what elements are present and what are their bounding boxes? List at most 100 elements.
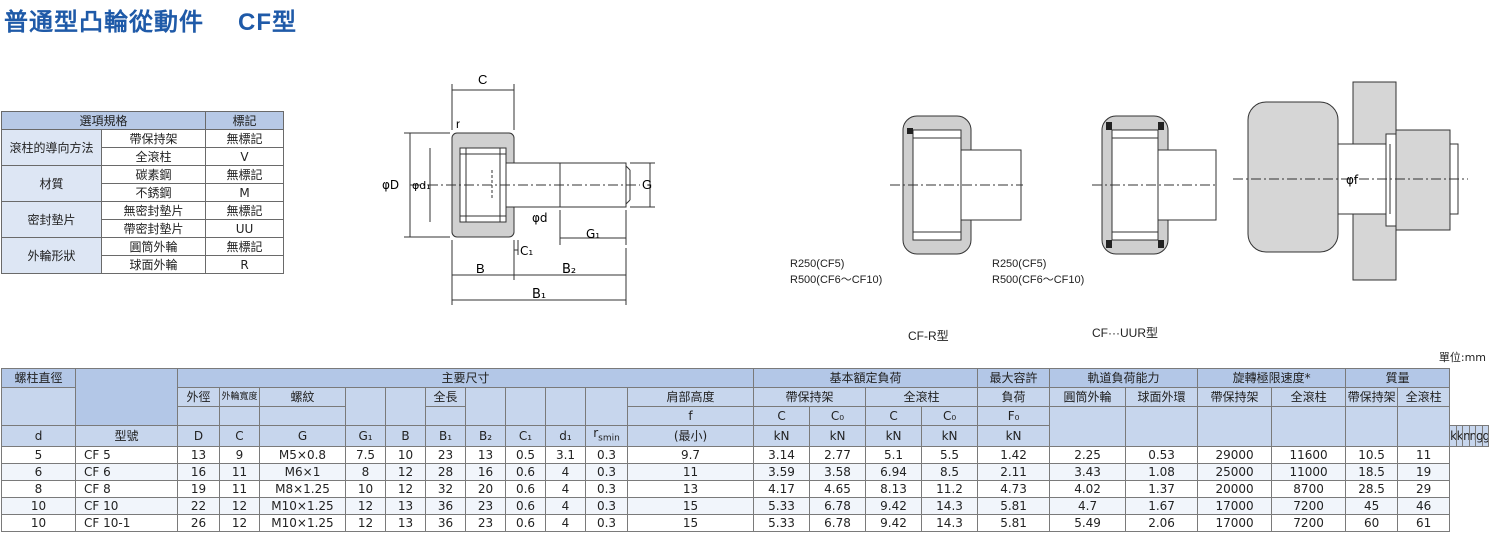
table-cell: 3.59 bbox=[753, 463, 811, 482]
th-sym-C0: C₀ bbox=[809, 406, 867, 426]
option-group-name: 材質 bbox=[1, 165, 102, 202]
th-empty bbox=[425, 406, 466, 426]
table-cell: 11 bbox=[219, 480, 260, 499]
label-phid1: φd₁ bbox=[412, 179, 431, 192]
table-cell: 2.25 bbox=[1049, 446, 1127, 465]
table-cell: 17000 bbox=[1197, 497, 1273, 516]
th-d1: d₁ bbox=[545, 424, 586, 448]
table-cell: 12 bbox=[345, 497, 386, 516]
th-unit: min bbox=[1462, 424, 1470, 448]
th-empty bbox=[1, 387, 76, 426]
table-cell: 5.81 bbox=[977, 497, 1051, 516]
table-cell: 13 bbox=[177, 446, 220, 465]
table-cell: 4.7 bbox=[1049, 497, 1127, 516]
table-cell: 0.3 bbox=[585, 480, 628, 499]
table-cell: 10 bbox=[1, 497, 76, 516]
seal-mark bbox=[907, 128, 913, 134]
table-cell: 20 bbox=[465, 480, 506, 499]
th-empty bbox=[219, 406, 260, 426]
th-sym-C0-b: C₀ bbox=[921, 406, 979, 426]
table-cell: 1.42 bbox=[977, 446, 1051, 465]
seal-mark bbox=[1158, 122, 1164, 130]
table-cell: 10.5 bbox=[1345, 446, 1399, 465]
th-outer-dia: 外徑 bbox=[177, 387, 220, 407]
th-unit: kN bbox=[1449, 424, 1457, 448]
th-G1: G₁ bbox=[345, 424, 386, 448]
table-cell: 12 bbox=[385, 480, 426, 499]
table-cell: 7.5 bbox=[345, 446, 386, 465]
table-cell: 9.42 bbox=[865, 497, 923, 516]
th-mass-cage: 帶保持架 bbox=[1345, 387, 1399, 407]
option-mark: 無標記 bbox=[205, 165, 284, 184]
table-cell: 9.7 bbox=[626, 446, 755, 465]
option-mark: UU bbox=[205, 219, 284, 238]
model-cell: CF 6 bbox=[75, 463, 178, 482]
option-mark: M bbox=[205, 183, 284, 202]
th-empty bbox=[1125, 405, 1199, 448]
th-sym-C: C bbox=[753, 406, 811, 426]
table-cell: 11 bbox=[219, 463, 260, 482]
table-cell: 14.3 bbox=[921, 514, 979, 533]
th-load-rating: 基本額定負荷 bbox=[753, 368, 979, 388]
th-C1: C₁ bbox=[505, 424, 546, 448]
table-cell: 16 bbox=[465, 463, 506, 482]
table-cell: 3.43 bbox=[1049, 463, 1127, 482]
table-cell: 1.67 bbox=[1125, 497, 1199, 516]
spec-table: 螺柱直徑 主要尺寸 基本額定負荷 最大容許 軌道負荷能力 旋轉極限速度* 質量 … bbox=[1, 368, 1490, 533]
th-G: G bbox=[259, 424, 346, 448]
th-empty bbox=[1271, 405, 1347, 448]
model-cell: CF 8 bbox=[75, 480, 178, 499]
table-cell: 61 bbox=[1397, 514, 1451, 533]
table-cell: 5.33 bbox=[753, 497, 811, 516]
table-cell: 6.78 bbox=[809, 497, 867, 516]
th-shoulder: 肩部高度 bbox=[626, 387, 755, 407]
cf-uur-note-2: R500(CF6～CF10) bbox=[992, 274, 1085, 286]
table-cell: 32 bbox=[425, 480, 466, 499]
table-cell: 19 bbox=[177, 480, 220, 499]
th-sym-C-b: C bbox=[865, 406, 923, 426]
th-B2: B₂ bbox=[465, 424, 506, 448]
label-C1: C₁ bbox=[520, 244, 533, 258]
table-cell: 12 bbox=[219, 514, 260, 533]
table-cell: 3.1 bbox=[545, 446, 586, 465]
table-cell: 9 bbox=[219, 446, 260, 465]
table-cell: 10 bbox=[1, 514, 76, 533]
model-cell: CF 10 bbox=[75, 497, 178, 516]
option-spec: 不銹鋼 bbox=[101, 183, 206, 202]
th-B1: B₁ bbox=[425, 424, 466, 448]
label-phiD: φD bbox=[382, 178, 399, 192]
th-unit: kN bbox=[865, 424, 923, 448]
table-cell: 11.2 bbox=[921, 480, 979, 499]
label-G: G bbox=[642, 177, 652, 192]
table-cell: 0.3 bbox=[585, 446, 628, 465]
table-cell: 2.11 bbox=[977, 463, 1051, 482]
cf-uur-note-1: R250(CF5) bbox=[992, 258, 1047, 270]
label-phif: φf bbox=[1346, 173, 1359, 187]
table-cell: 36 bbox=[425, 514, 466, 533]
table-cell: 4 bbox=[545, 463, 586, 482]
option-spec: 無密封墊片 bbox=[101, 201, 206, 220]
table-cell: 10 bbox=[345, 480, 386, 499]
th-empty bbox=[345, 387, 386, 426]
th-unit: kN bbox=[1455, 424, 1464, 448]
th-speed: 旋轉極限速度* bbox=[1197, 368, 1347, 388]
table-cell: 20000 bbox=[1197, 480, 1273, 499]
table-cell: 16 bbox=[177, 463, 220, 482]
table-cell: 45 bbox=[1345, 497, 1399, 516]
option-mark: 無標記 bbox=[205, 129, 284, 148]
table-cell: 3.58 bbox=[809, 463, 867, 482]
th-track-cap: 軌道負荷能力 bbox=[1049, 368, 1199, 388]
th-unit: kN bbox=[921, 424, 979, 448]
table-cell: 4.73 bbox=[977, 480, 1051, 499]
th-model: 型號 bbox=[75, 424, 178, 448]
th-speed-cage: 帶保持架 bbox=[1197, 387, 1273, 407]
cf-r-caption: CF-R型 bbox=[908, 329, 949, 343]
dimension-drawing: C r φD φd₁ G φd C₁ G₁ B B₂ B₁ bbox=[382, 72, 655, 305]
table-cell: 23 bbox=[465, 514, 506, 533]
th-outer-width: 外輪寬度 bbox=[219, 387, 260, 407]
table-cell: 9.42 bbox=[865, 514, 923, 533]
table-cell: 0.3 bbox=[585, 463, 628, 482]
